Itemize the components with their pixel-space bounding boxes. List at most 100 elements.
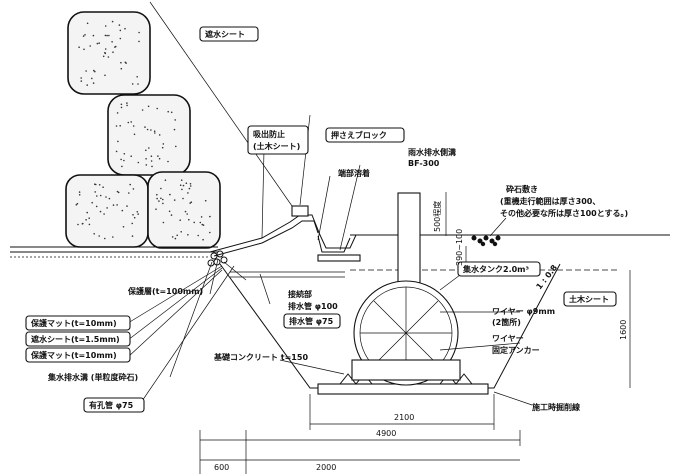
stone-speck <box>197 234 199 237</box>
stone-speck <box>182 184 185 187</box>
stone-speck <box>188 187 191 190</box>
stone-speck <box>179 184 182 186</box>
stone-speck <box>170 214 173 216</box>
stone-speck <box>126 205 128 207</box>
stone-speck <box>126 102 128 104</box>
dim-1600: 1600 <box>619 320 628 340</box>
stone-speck <box>115 150 118 153</box>
stone-speck <box>123 153 126 155</box>
embankment <box>207 205 361 267</box>
stone-speck <box>117 140 119 143</box>
scatter-prevent-text-1: 吸出防止 <box>253 129 285 139</box>
label-joint: 接続部 排水管 φ100 排水管 φ75 <box>283 289 341 329</box>
stone-speck <box>106 34 108 37</box>
stone-speck <box>112 51 114 53</box>
label-perforated-pipe: 有孔管 φ75 <box>83 397 145 413</box>
base-concrete-slab <box>317 383 489 395</box>
dim-4900: 4900 <box>376 429 396 438</box>
stone-speck <box>180 179 183 181</box>
stone-speck <box>126 104 128 107</box>
stone-speck <box>91 77 93 80</box>
stone-speck <box>162 198 164 201</box>
stone-speck <box>82 35 85 37</box>
stone-speck <box>138 31 140 34</box>
rain-channel-shape <box>317 254 361 262</box>
stone-speck <box>188 218 190 221</box>
stone-blocks <box>65 11 221 249</box>
stone-speck <box>156 107 158 110</box>
stone-speck <box>112 236 114 238</box>
stone-speck <box>150 155 153 157</box>
stone-speck <box>167 110 169 113</box>
gravel-text-1: 砕石敷き <box>506 184 538 194</box>
stone-speck <box>184 210 187 213</box>
gravel-bedding <box>471 235 501 247</box>
stone-speck <box>144 126 146 128</box>
stone-speck <box>204 199 207 202</box>
stone-speck <box>193 221 195 224</box>
stone-speck <box>160 197 162 200</box>
stone-speck <box>179 219 181 221</box>
shield-sheet-text: 遮水シート <box>205 29 245 39</box>
stone-speck <box>89 45 91 47</box>
stone-speck <box>173 199 176 201</box>
stone-speck <box>189 185 192 187</box>
stone-speck <box>120 158 122 161</box>
stone-speck <box>209 215 211 218</box>
stone-speck <box>98 42 100 44</box>
stone-speck <box>161 146 164 149</box>
stone-speck <box>108 197 111 200</box>
stone-speck <box>200 216 203 218</box>
stone-speck <box>141 109 144 111</box>
stone-speck <box>98 235 100 237</box>
stone-speck <box>131 83 134 85</box>
stone-speck <box>150 129 152 131</box>
stone-speck <box>187 192 189 194</box>
stone-speck <box>96 195 98 197</box>
stone-speck <box>167 160 169 163</box>
stone-speck <box>132 214 134 216</box>
leader-lines <box>127 1 533 406</box>
stone-speck <box>158 200 160 202</box>
drain-pipe-100-text: 排水管 φ100 <box>288 301 338 311</box>
perforated-pipe-text: 有孔管 φ75 <box>89 400 134 410</box>
stone-speck <box>158 157 161 160</box>
stone-speck <box>102 186 104 188</box>
stone-speck <box>120 67 123 70</box>
stone-speck <box>158 134 161 136</box>
label-scatter-prevent: 吸出防止 (土木シート) <box>247 125 309 155</box>
stone-speck <box>145 158 147 160</box>
label-shield-sheet: 遮水シート <box>199 26 259 42</box>
mat1-text: 保護マット(t=10mm) <box>30 318 117 328</box>
stone-speck <box>131 222 133 225</box>
stone-speck <box>174 237 177 240</box>
stone-speck <box>86 211 88 214</box>
excavation-line-text: 施工時掘削線 <box>532 402 580 412</box>
stone-speck <box>162 221 165 224</box>
stone-speck <box>102 55 105 58</box>
stone-speck <box>151 165 153 168</box>
collection-tank <box>351 192 461 386</box>
stone-speck <box>106 207 108 209</box>
stone-speck <box>104 25 107 27</box>
stone-speck <box>105 196 107 198</box>
stone-speck <box>189 202 191 204</box>
stone-speck <box>127 121 130 124</box>
stone-speck <box>75 204 78 206</box>
dim-500: 500程度 <box>432 201 442 232</box>
stone-speck <box>209 231 211 234</box>
stone-speck <box>92 82 95 84</box>
stone-speck <box>131 235 134 237</box>
stone-speck <box>80 80 83 82</box>
stone-speck <box>96 42 99 45</box>
stone-speck <box>130 155 132 157</box>
stone-speck <box>119 29 122 32</box>
wire2-text: ワイヤー <box>492 334 524 343</box>
stone-speck <box>138 40 140 43</box>
dimension-lines <box>199 192 631 474</box>
stone-speck <box>137 83 139 85</box>
stone-speck <box>124 61 127 64</box>
stone-speck <box>104 48 107 50</box>
stone-speck <box>202 224 205 226</box>
stone-speck <box>78 194 81 196</box>
